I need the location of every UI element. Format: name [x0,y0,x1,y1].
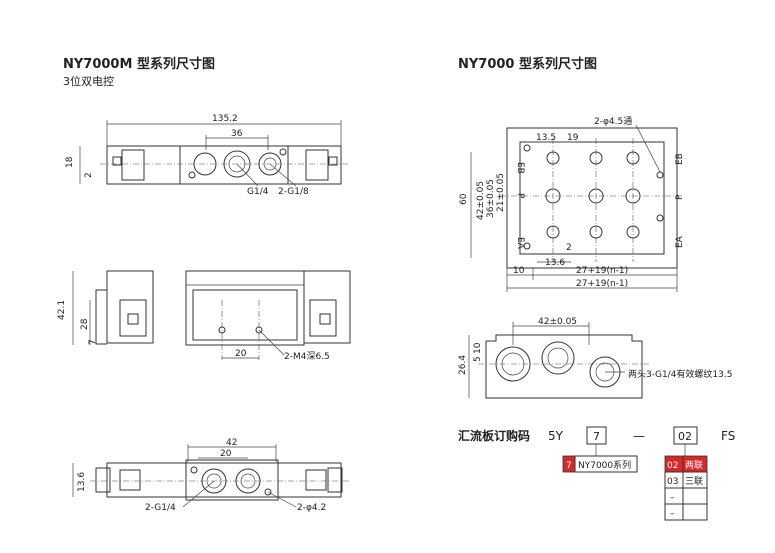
count-label-cell-3 [682,487,708,505]
order-code: 汇流板订购码 5Y 7 — 02 FS 7 NY7000系列 02 两联 03 … [458,426,735,521]
order-prefix: 5Y [548,429,564,443]
count-code-1: 02 [667,461,678,471]
count-code-4: – [670,509,675,519]
dim-13-6: 13.6 [77,472,87,492]
port-label-right-p: P [675,194,685,200]
count-code-3: – [670,493,675,503]
count-label-cell-4 [682,503,708,521]
port-label-left-ea: EA [515,237,525,250]
dim-10-side: 10 [473,342,483,354]
order-code1: 7 [593,430,600,443]
dim-135-2: 135.2 [212,114,238,124]
right-view-side: 42±0.05 26.4 10 5 两头3-G1/4有效螺纹13.5 [458,317,732,399]
order-code1-box [586,426,607,445]
series-code: 7 [566,461,572,471]
label-m4: 2-M4深6.5 [284,351,330,362]
dim-20-bottom: 20 [220,449,232,459]
dim-26-4: 26.4 [458,355,468,375]
dim-18: 18 [65,156,75,168]
order-separator: — [633,429,645,443]
dim-13-5: 13.5 [536,133,556,143]
dim-36: 36 [231,129,243,139]
right-view-top: 13.5 19 2-φ4.5通 60 42±0.05 36±0.05 21±0.… [459,116,685,292]
port-label-right-ea: EA [675,235,685,248]
label-2-phi4-2: 2-φ4.2 [297,503,326,513]
port-label-left-eb: EB [515,162,525,174]
left-view-middle: 42.1 28 7 20 2-M4深6.5 [57,270,351,362]
order-title: 汇流板订购码 [458,428,530,443]
dim-13-6-right: 13.6 [545,258,565,268]
dim-2: 2 [84,172,94,178]
dim-42-1: 42.1 [57,300,67,320]
left-title: NY7000M 型系列尺寸图 [63,56,215,72]
dim-21-tol: 21±0.05 [496,173,506,212]
count-label-2: 三联 [685,476,703,487]
dim-42-side: 42±0.05 [538,317,577,327]
left-view-top: 135.2 36 18 2 G1/4 2-G1/8 [65,114,348,197]
series-label: NY7000系列 [578,459,631,471]
dim-27-19n-1: 27+19(n-1) [576,266,628,276]
dim-2-right: 2 [566,243,572,253]
left-view-bottom: 42 20 13.6 2-G1/4 2-φ4.2 [72,438,350,513]
series-label-cell [574,455,638,473]
dim-27-19n-2: 27+19(n-1) [576,279,628,289]
left-subtitle: 3位双电控 [63,74,114,88]
label-g1-4-thread: 两头3-G1/4有效螺纹13.5 [628,368,732,380]
count-label-1: 两联 [685,460,703,471]
label-g1-4: G1/4 [247,187,269,197]
order-code2: 02 [678,430,692,443]
dim-42-tol: 42±0.05 [476,181,486,220]
port-label-right-eb: EB [675,153,685,165]
count-code-2: 03 [667,477,678,487]
dim-5-side: 5 [473,356,483,362]
label-2-g1-8: 2-G1/8 [278,187,309,197]
dim-10: 10 [513,266,525,276]
dim-28: 28 [80,318,90,330]
dim-60: 60 [459,193,469,205]
order-code2-box [673,426,698,445]
dim-36-tol: 36±0.05 [486,179,496,218]
dim-42: 42 [226,438,237,448]
right-title: NY7000 型系列尺寸图 [458,56,597,72]
order-suffix: FS [721,429,735,443]
label-2-phi4-5: 2-φ4.5通 [594,116,632,127]
label-2-g1-4: 2-G1/4 [145,503,176,513]
dim-19: 19 [567,133,579,143]
port-label-left-p: P [515,193,525,199]
dim-7: 7 [88,339,98,345]
dim-20-mid: 20 [235,349,247,359]
